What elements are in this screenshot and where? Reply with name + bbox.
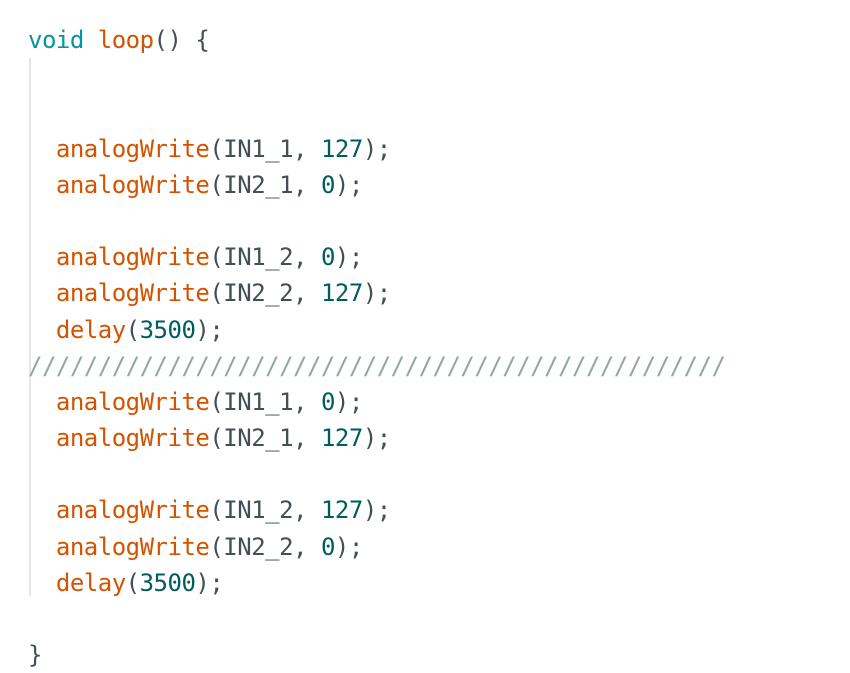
- code-line[interactable]: delay(3500);: [28, 565, 725, 601]
- code-indent: [28, 496, 56, 524]
- code-line[interactable]: analogWrite(IN1_1, 127);: [28, 131, 725, 167]
- code-token-function: analogWrite: [55, 279, 210, 308]
- code-token-function: loop: [97, 26, 154, 54]
- code-token-plain: (IN1_1,: [209, 134, 321, 163]
- code-token-function: analogWrite: [55, 243, 210, 272]
- code-token-function: analogWrite: [55, 387, 210, 416]
- code-line[interactable]: [28, 58, 725, 94]
- code-token-number: 0: [320, 387, 335, 416]
- code-token-plain: }: [28, 641, 42, 670]
- code-indent: [28, 388, 56, 416]
- code-token-plain: (: [125, 568, 140, 597]
- indent-guide: [29, 58, 31, 596]
- code-token-plain: (IN2_2,: [209, 532, 321, 561]
- code-token-function: analogWrite: [55, 170, 210, 199]
- code-token-number: 3500: [139, 568, 196, 597]
- code-token-plain: (IN2_1,: [209, 424, 321, 453]
- code-line[interactable]: [28, 456, 725, 492]
- code-token-function: analogWrite: [55, 496, 210, 525]
- code-indent: [28, 316, 56, 344]
- code-token-plain: );: [334, 387, 363, 416]
- code-token-function: delay: [55, 315, 126, 344]
- code-token-plain: [84, 26, 98, 54]
- code-token-plain: );: [362, 279, 391, 308]
- code-block[interactable]: void loop() { analogWrite(IN1_1, 127); a…: [28, 22, 726, 673]
- code-token-number: 0: [320, 170, 335, 199]
- code-line[interactable]: void loop() {: [28, 22, 725, 58]
- code-line[interactable]: ////////////////////////////////////////…: [28, 348, 726, 384]
- code-line[interactable]: delay(3500);: [28, 312, 725, 348]
- code-indent: [28, 533, 56, 561]
- code-token-plain: (IN2_1,: [209, 170, 321, 199]
- code-indent: [28, 569, 56, 597]
- code-token-plain: );: [334, 170, 363, 199]
- code-token-plain: );: [195, 315, 224, 344]
- code-line[interactable]: analogWrite(IN2_2, 127);: [28, 275, 725, 311]
- code-token-number: 0: [320, 243, 335, 272]
- code-token-plain: );: [362, 134, 391, 163]
- code-line[interactable]: analogWrite(IN2_1, 127);: [28, 420, 725, 456]
- code-token-function: analogWrite: [55, 134, 210, 163]
- code-token-plain: (IN1_1,: [209, 387, 321, 416]
- code-token-plain: (IN1_2,: [209, 496, 321, 525]
- code-line[interactable]: analogWrite(IN2_2, 0);: [28, 529, 725, 565]
- code-indent: [28, 279, 56, 307]
- code-token-function: analogWrite: [55, 424, 210, 453]
- code-token-keyword: void: [28, 26, 84, 54]
- code-indent: [28, 171, 56, 199]
- code-line[interactable]: analogWrite(IN1_2, 0);: [28, 239, 725, 275]
- code-line[interactable]: [28, 203, 725, 239]
- code-token-plain: );: [195, 568, 224, 597]
- code-token-number: 3500: [139, 315, 196, 344]
- code-token-number: 0: [320, 532, 335, 561]
- code-line[interactable]: [28, 94, 725, 130]
- code-indent: [28, 424, 56, 452]
- code-line[interactable]: analogWrite(IN1_1, 0);: [28, 384, 725, 420]
- code-token-plain: (IN2_2,: [209, 279, 321, 308]
- code-token-plain: );: [334, 532, 363, 561]
- code-token-number: 127: [320, 134, 363, 163]
- code-token-plain: (IN1_2,: [209, 243, 321, 272]
- code-token-plain: () {: [153, 26, 210, 54]
- code-indent: [28, 243, 56, 271]
- code-token-plain: (: [125, 315, 140, 344]
- code-indent: [28, 135, 56, 163]
- code-token-function: delay: [55, 568, 126, 597]
- code-token-plain: );: [334, 243, 363, 272]
- code-line[interactable]: analogWrite(IN2_1, 0);: [28, 167, 725, 203]
- code-token-number: 127: [320, 496, 363, 525]
- code-token-plain: );: [362, 424, 391, 453]
- code-token-number: 127: [320, 424, 363, 453]
- code-token-comment: ////////////////////////////////////////…: [28, 351, 726, 380]
- code-token-plain: );: [362, 496, 391, 525]
- code-token-function: analogWrite: [55, 532, 210, 561]
- code-token-number: 127: [320, 279, 363, 308]
- code-line[interactable]: }: [28, 637, 725, 673]
- code-line[interactable]: analogWrite(IN1_2, 127);: [28, 492, 725, 528]
